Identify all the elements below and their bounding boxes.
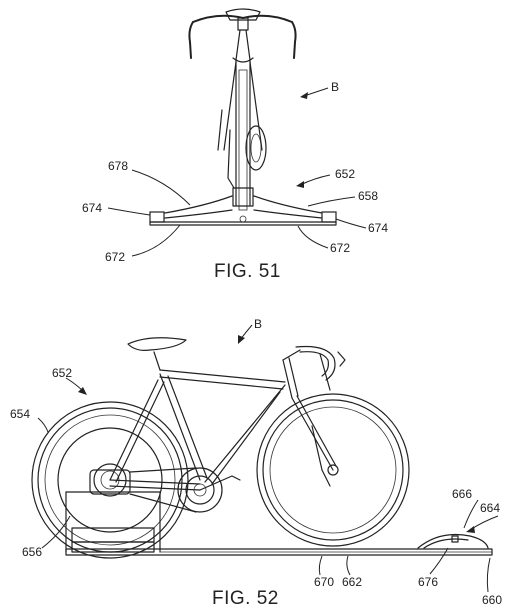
fig52-drive-unit: [65, 491, 161, 553]
fig51-frame: [217, 29, 267, 211]
fig52-front-support: [417, 533, 489, 549]
fig52-ref-bike: B: [254, 317, 262, 331]
fig51-ref-base-left: 672: [105, 250, 125, 264]
fig52-front-wheel: [256, 393, 410, 547]
fig51-ref-foot-top: 658: [358, 189, 378, 203]
fig52-drawing: [31, 337, 493, 559]
fig52-ref-drive-unit: 656: [22, 545, 42, 559]
fig51-ref-base-right: 672: [330, 241, 350, 255]
fig52-labels: B 652 654 656 670 662 664 666 676 660 FI…: [10, 317, 502, 609]
fig52-rail: [65, 548, 493, 556]
fig52-ref-trainer: 652: [52, 366, 72, 380]
fig52-leaders: [37, 324, 499, 593]
fig51-leaders: [107, 87, 367, 257]
fig52-ref-front-support: 664: [480, 501, 500, 515]
fig51-ref-bike: B: [331, 80, 339, 94]
fig51-labels: B 678 652 658 674 674 672 672 FIG. 51: [82, 80, 388, 282]
fig51-drawing: [149, 8, 337, 226]
fig51-ref-pad-right: 674: [368, 221, 388, 235]
fig52-handlebar: [282, 345, 346, 487]
fig52-ref-front-cradle: 666: [452, 487, 472, 501]
fig51-ref-trainer: 652: [335, 167, 355, 181]
fig51-ref-arm: 678: [108, 159, 128, 173]
fig52-saddle: [127, 337, 187, 351]
fig52-ref-support-foot: 676: [418, 575, 438, 589]
fig52-drivetrain: [89, 467, 241, 513]
fig52-ref-rail-end: 660: [482, 593, 502, 607]
fig52-ref-rear-wheel: 654: [10, 407, 30, 421]
fig52-ref-rail-body: 662: [342, 575, 362, 589]
fig52-caption: FIG. 52: [212, 588, 279, 609]
fig51-caption: FIG. 51: [214, 261, 281, 282]
fig52-frame: [109, 351, 337, 491]
fig51-ref-pad-left: 674: [82, 201, 102, 215]
fig51-handlebar: [188, 8, 297, 59]
fig52-ref-rail: 670: [314, 575, 334, 589]
fig51-trainer-base: [149, 195, 337, 226]
